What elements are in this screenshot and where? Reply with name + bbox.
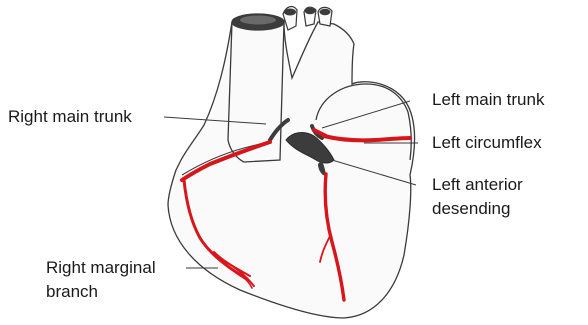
label-right-marginal-line1: Right marginal [46, 257, 156, 279]
label-left-main-trunk: Left main trunk [432, 89, 544, 111]
label-right-main-trunk: Right main trunk [8, 106, 132, 128]
vessel-2-opening [305, 8, 316, 14]
label-left-anterior-line2: desending [432, 198, 510, 220]
label-left-anterior-line1: Left anterior [432, 174, 523, 196]
label-left-circumflex: Left circumflex [432, 132, 542, 154]
heart-outline [168, 20, 415, 318]
label-right-marginal-line2: branch [46, 281, 98, 303]
vessel-1-opening [284, 9, 296, 16]
aorta-outline [228, 22, 284, 162]
aorta-inner [240, 16, 276, 25]
vessel-3-opening [320, 9, 331, 15]
